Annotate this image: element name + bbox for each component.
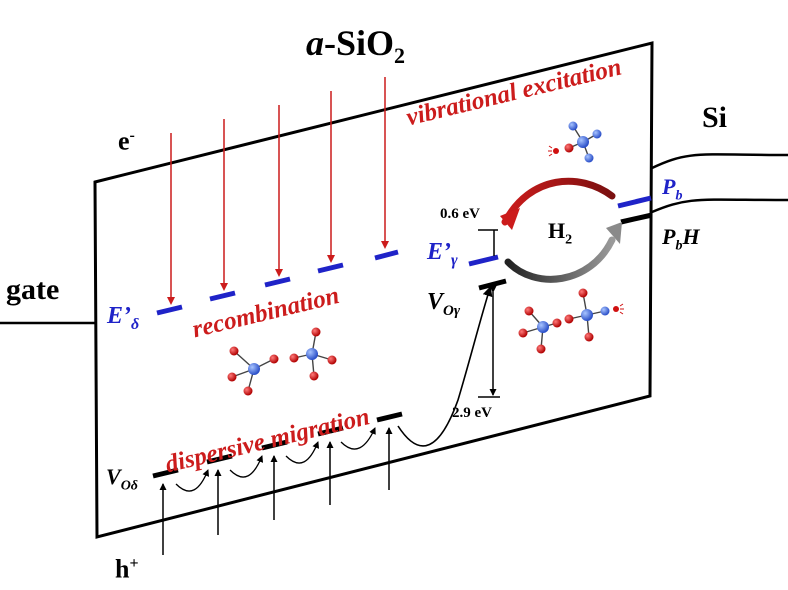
pb-label: Pb <box>662 176 682 203</box>
hop-arc <box>285 441 320 464</box>
material-formula: -SiO <box>324 23 395 63</box>
e-delta-levels <box>156 249 399 316</box>
vo-gamma-main: V <box>427 289 444 315</box>
energy-29-label: 2.9 eV <box>452 405 492 421</box>
e-delta-main: E’ <box>107 303 131 329</box>
hop-arc <box>340 427 376 450</box>
trap-level-vo-gamma <box>478 278 507 291</box>
e-gamma-sub: γ <box>451 251 458 269</box>
trap-level-vo-delta <box>152 467 179 479</box>
electron-sup: - <box>129 127 135 144</box>
trap-level-pbh <box>620 212 653 225</box>
e-gamma-label: E’γ <box>427 240 458 269</box>
electron-label: e- <box>118 128 135 155</box>
trap-level-vo-delta <box>376 411 403 423</box>
vo-delta-label: VOδ <box>106 466 138 493</box>
molecule-icon <box>564 288 610 342</box>
trap-level-vo-delta <box>206 453 233 465</box>
h2-arc-gray-head <box>606 222 622 244</box>
vo-gamma-sub: Oγ <box>443 302 461 319</box>
electron-arrows <box>167 77 389 305</box>
trap-level-e-delta <box>264 276 291 288</box>
h2-main: H <box>548 218 566 243</box>
pbh-main: P <box>662 224 676 249</box>
molecule-icon <box>227 346 279 396</box>
trap-level-e-delta <box>374 249 399 261</box>
hydrogen-radical-icon <box>613 303 624 315</box>
e-delta-sub: δ <box>131 315 140 333</box>
molecule-icon <box>564 121 602 163</box>
trap-level-pb <box>617 195 652 209</box>
oxide-slab <box>93 41 654 539</box>
e-delta-label: E’δ <box>107 304 139 333</box>
pbh-sub: b <box>675 238 683 254</box>
hole-label: h+ <box>115 556 139 583</box>
trap-level-e-delta <box>317 262 344 274</box>
hop-arc-long <box>397 286 493 447</box>
h2-arc-red <box>501 177 616 226</box>
molecule-icon <box>518 306 562 354</box>
h2-cycle <box>500 177 622 283</box>
hop-arc <box>229 455 264 478</box>
energy-06-label: 0.6 eV <box>440 206 480 222</box>
h2-sub: 2 <box>565 232 573 248</box>
pbh-h: H <box>682 224 700 249</box>
vo-delta-main: V <box>106 464 121 489</box>
hop-arc <box>175 469 210 492</box>
hole-arrows <box>159 427 393 555</box>
hydrogen-radical-icon <box>548 145 559 157</box>
material-prefix: a <box>306 23 324 63</box>
e-gamma-main: E’ <box>427 239 451 265</box>
hole-letter: h <box>115 554 130 584</box>
hopping-arcs <box>175 286 493 492</box>
trap-level-vo-delta <box>261 439 288 451</box>
si-lower-band <box>651 198 788 214</box>
h2-arc-red-head <box>500 208 520 230</box>
vo-gamma-label: VOγ <box>427 290 460 319</box>
material-title: a-SiO2 <box>306 25 405 67</box>
molecule-icon <box>289 327 337 381</box>
gate-label: gate <box>6 273 60 306</box>
si-label: Si <box>702 101 728 134</box>
trap-level-e-delta <box>209 290 236 302</box>
trap-level-e-delta <box>156 304 183 316</box>
pb-main: P <box>662 174 676 199</box>
vo-delta-levels <box>152 411 403 479</box>
vo-delta-sub: Oδ <box>120 478 138 494</box>
trap-level-e-gamma <box>468 254 499 267</box>
si-upper-band <box>651 153 788 170</box>
pbh-label: PbH <box>662 226 700 253</box>
electron-letter: e <box>118 126 130 156</box>
pb-sub: b <box>675 188 683 204</box>
material-subscript: 2 <box>394 43 406 69</box>
trap-level-vo-delta <box>317 425 344 437</box>
h2-arc-gray <box>504 236 616 283</box>
hole-sup: + <box>129 555 139 572</box>
h2-label: H2 <box>548 220 572 247</box>
